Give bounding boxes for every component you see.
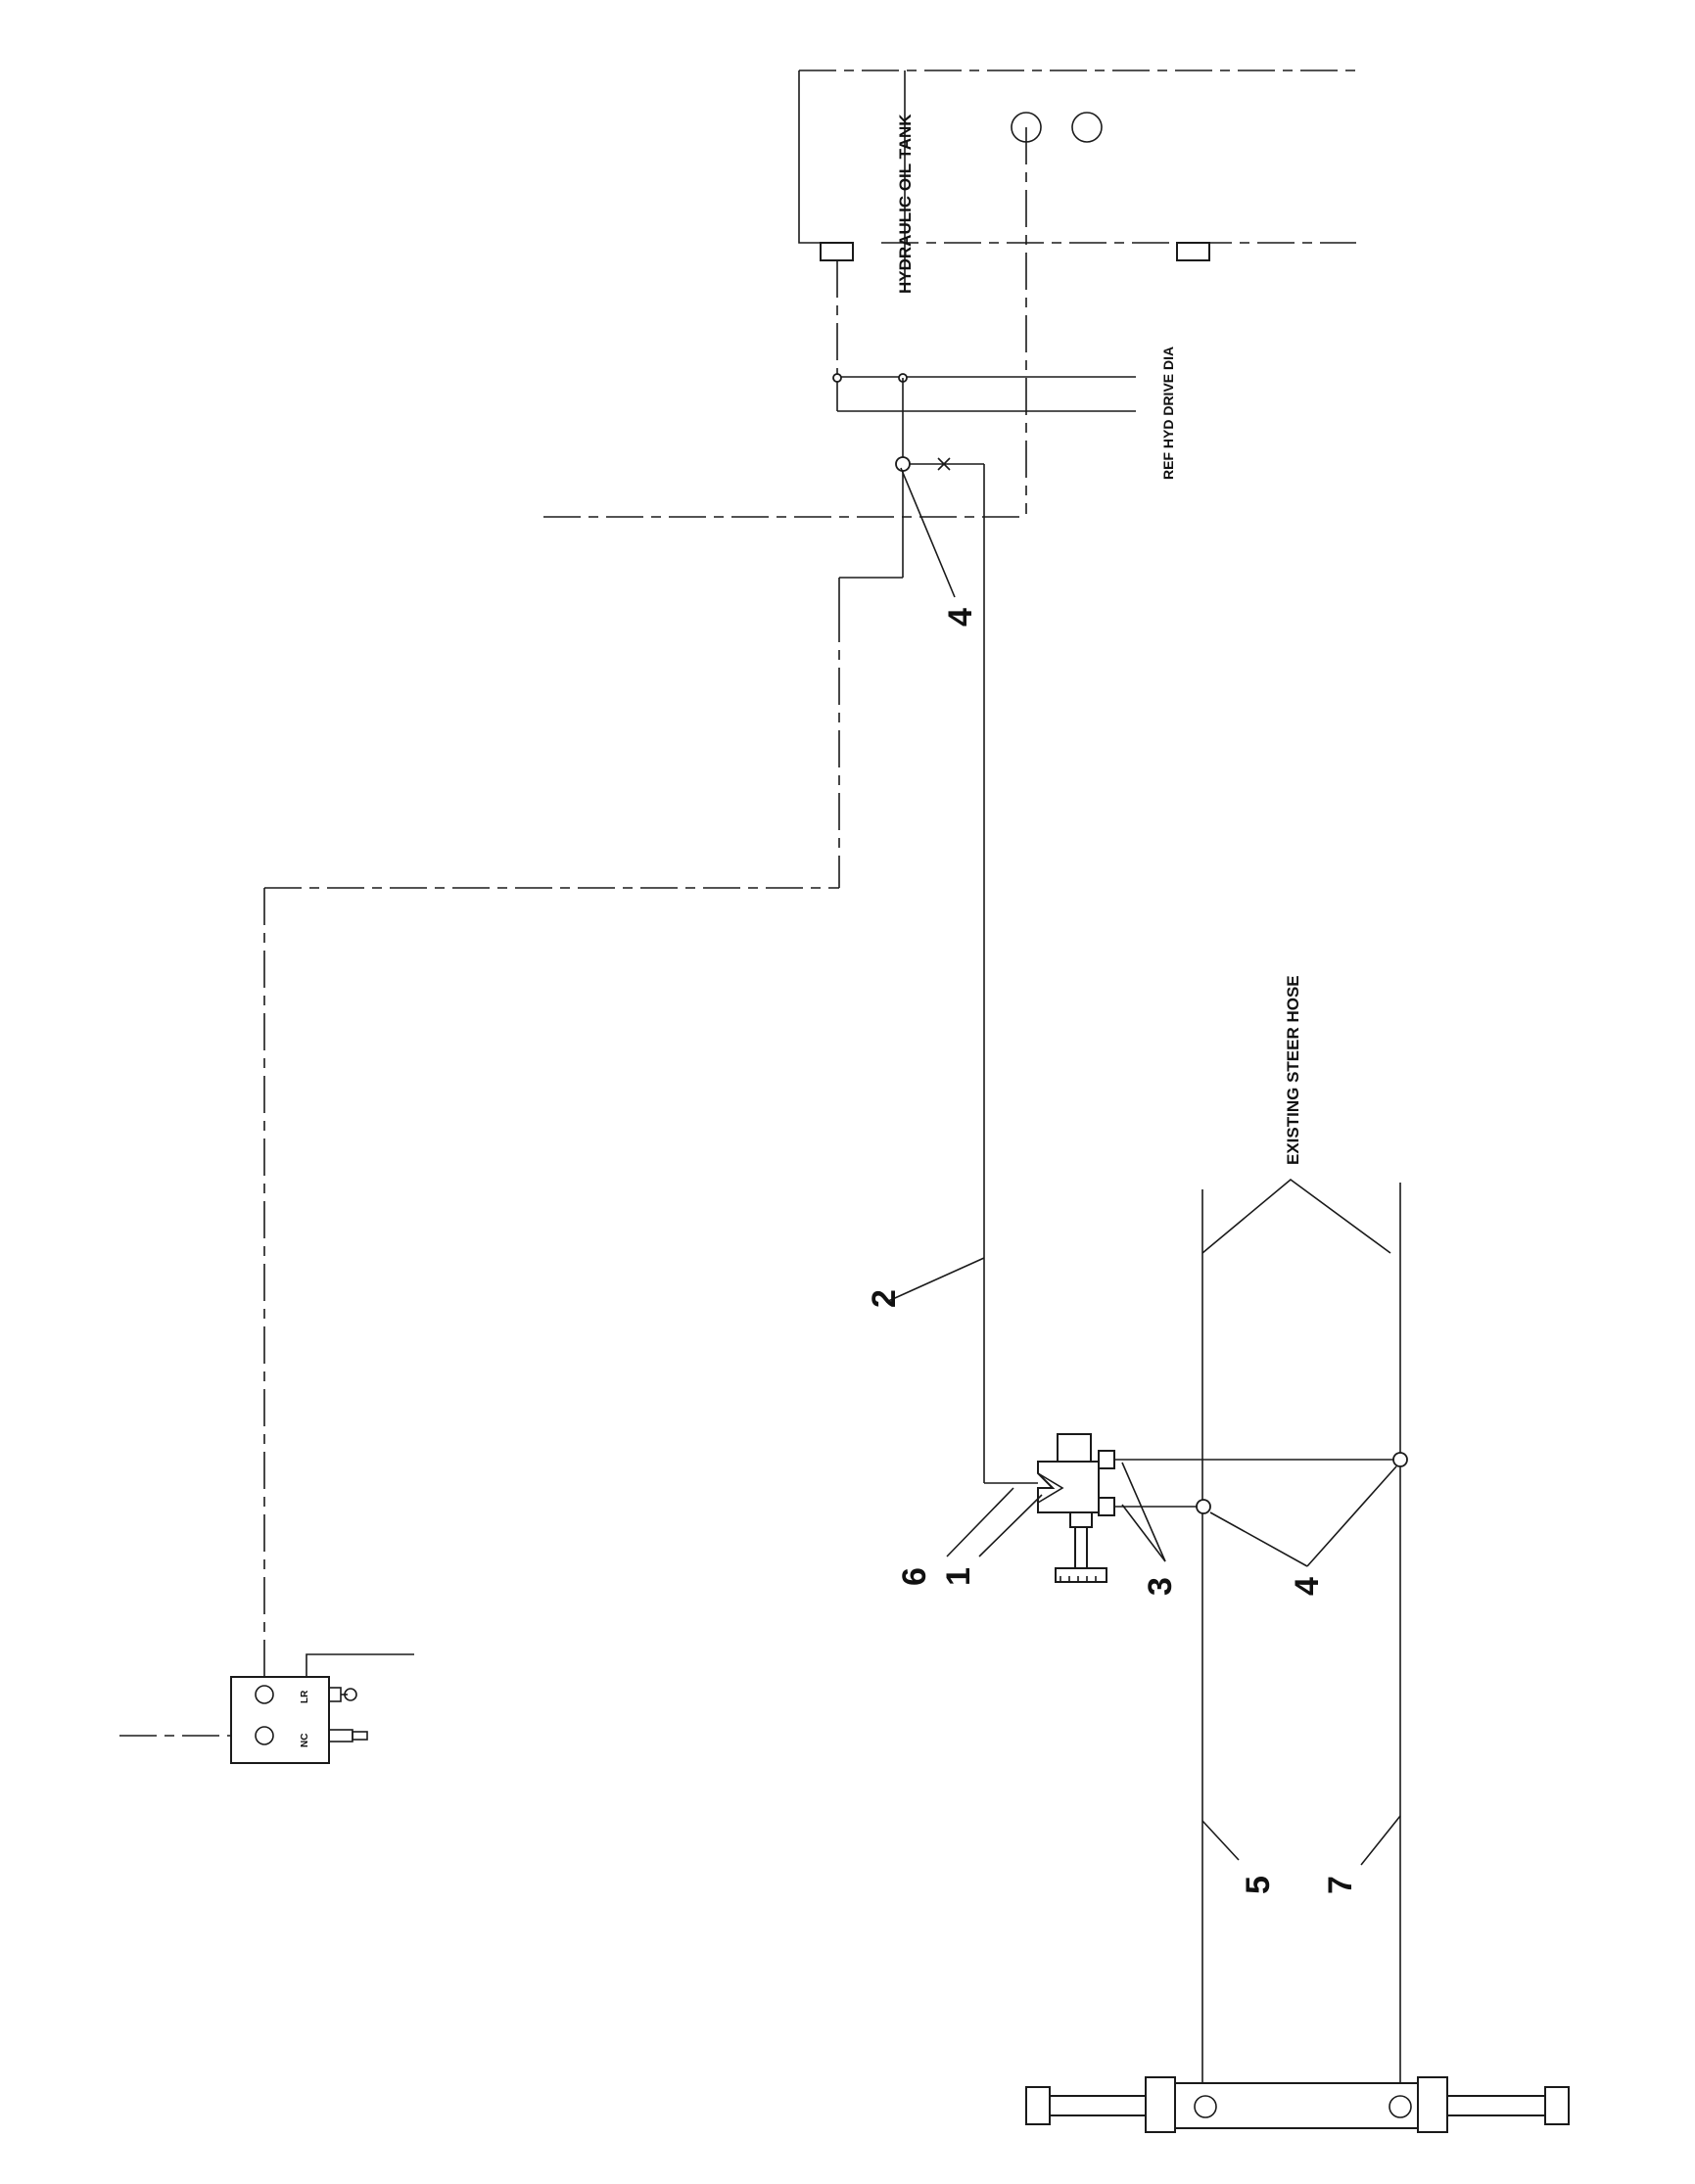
hydraulic-oil-tank: HYDRAULIC OIL TANK	[798, 70, 1356, 294]
tank-label: HYDRAULIC OIL TANK	[896, 114, 915, 294]
tank-lines: REF HYD DRIVE DIA	[543, 127, 1176, 518]
callout-3: 3	[1142, 1577, 1179, 1596]
return-line	[263, 887, 839, 1694]
tank-outlet-fitting	[820, 242, 854, 261]
tee-fitting	[838, 456, 1038, 1484]
steering-cylinder	[1025, 2076, 1570, 2133]
tank-port-right	[1071, 112, 1103, 143]
callouts: 4 2 6 1 3 4 5 7	[866, 608, 1359, 1894]
callout-4-bottom: 4	[1289, 1577, 1326, 1596]
ref-hyd-drive-label: REF HYD DRIVE DIA	[1160, 347, 1176, 480]
callout-2: 2	[866, 1289, 903, 1308]
existing-steer-hose-label: EXISTING STEER HOSE	[1284, 975, 1302, 1165]
callout-1: 1	[940, 1567, 977, 1586]
callout-5: 5	[1240, 1876, 1277, 1894]
leader-lines	[885, 1257, 1401, 1866]
control-valve: LR NC	[119, 1653, 414, 1764]
port-nc-label: NC	[300, 1734, 310, 1747]
callout-4-top: 4	[942, 608, 979, 627]
steer-hoses: EXISTING STEER HOSE	[1196, 975, 1408, 2105]
callout-6: 6	[896, 1567, 933, 1586]
valve-assembly	[1037, 1433, 1400, 1583]
callout-7: 7	[1322, 1876, 1359, 1894]
tank-drain-fitting	[1176, 242, 1210, 261]
port-lr-label: LR	[300, 1690, 310, 1703]
